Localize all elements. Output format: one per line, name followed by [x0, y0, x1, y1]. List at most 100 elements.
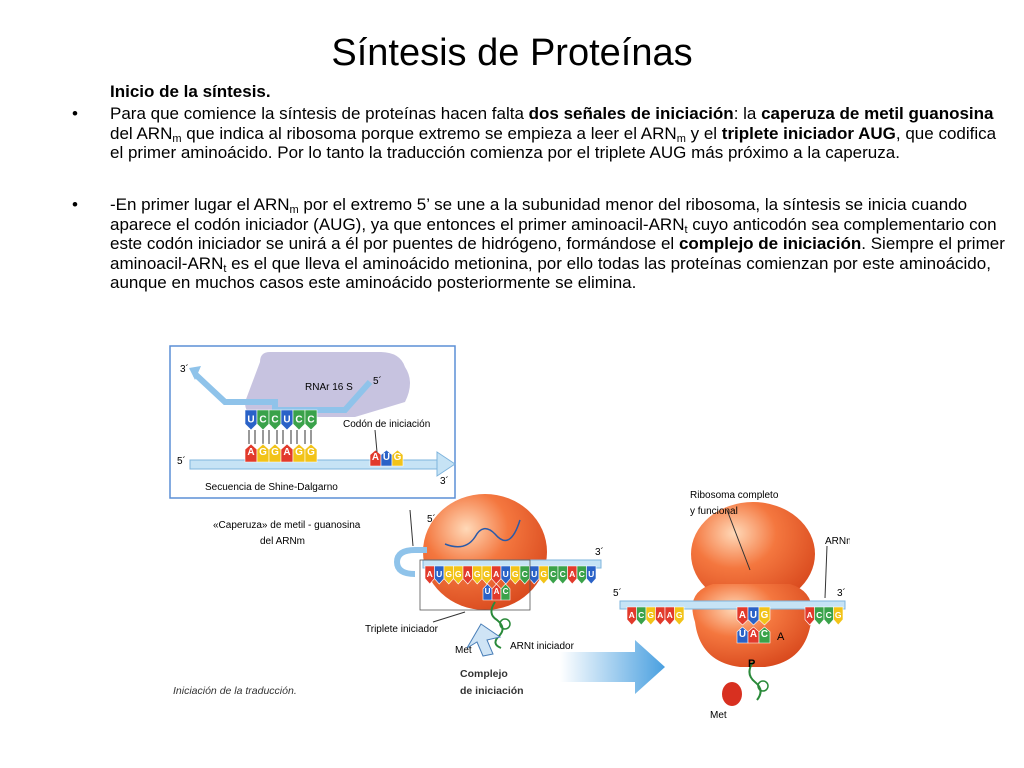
nucleotide-letter: G — [540, 569, 547, 579]
arrowhead — [189, 366, 201, 380]
text: por el extremo 5’ se une a la subunidad … — [110, 195, 968, 234]
nucleotide-letter: C — [560, 569, 566, 579]
nucleotide-letter: G — [445, 569, 452, 579]
nucleotide-base — [674, 606, 685, 626]
leader-line — [374, 429, 378, 453]
nucleotide-letter: C — [503, 587, 509, 596]
nucleotide-base — [500, 565, 511, 585]
nucleotide-letter: U — [247, 414, 254, 425]
complex-label-2: de iniciación — [460, 685, 524, 697]
nucleotide-letter: G — [455, 569, 462, 579]
nucleotide-letter: C — [295, 414, 302, 425]
methionine — [722, 682, 742, 706]
nucleotide-letter: U — [739, 629, 746, 640]
bullet-marker: • — [72, 195, 78, 214]
cap-strand — [393, 547, 427, 577]
nucleotide-base — [500, 583, 511, 601]
nucleotide-base — [453, 565, 464, 585]
mrna-arrowhead — [436, 451, 456, 477]
text: , que codifica el primer aminoácido. Por… — [110, 123, 997, 163]
end-3-top: 3´ — [180, 363, 189, 375]
text: cuyo anticodón sea complementario con es… — [110, 214, 997, 254]
initiation-complex: 5´ 3´ «Caperuza» de metil - guanosina de… — [213, 494, 604, 697]
nucleotide-letter: C — [522, 569, 528, 579]
small-subunit-shape — [245, 352, 410, 417]
nucleotide-letter: U — [436, 569, 442, 579]
nucleotide-base — [268, 409, 282, 431]
text: Para que comience la síntesis de proteín… — [110, 104, 529, 123]
nucleotide-letter: C — [826, 610, 832, 620]
bold-text: dos señales de iniciación — [528, 104, 734, 123]
right-trna-loop — [757, 680, 769, 692]
triplet-leader — [432, 611, 466, 623]
nucleotide-letter: U — [531, 569, 537, 579]
nucleotide-letter: G — [676, 610, 683, 620]
arnm-leader — [824, 545, 828, 599]
nucleotide-base — [576, 565, 587, 585]
text: . Siempre el primer aminoacil-ARN — [110, 234, 1005, 273]
nucleotide-base — [664, 606, 675, 626]
nucleotide-letter: C — [761, 629, 768, 640]
nucleotide-base — [481, 565, 492, 585]
nucleotide-base — [424, 565, 435, 585]
text: y el — [685, 123, 722, 143]
nucleotide-base — [292, 443, 306, 463]
nucleotide-base — [586, 565, 597, 585]
nucleotide-base — [244, 409, 258, 431]
nucleotide-letter: A — [427, 569, 433, 579]
nucleotide-letter: A — [494, 587, 500, 596]
nucleotide-base — [380, 449, 393, 467]
nucleotide-base — [369, 449, 382, 467]
nucleotide-base — [636, 606, 647, 626]
right-end-3: 3´ — [837, 587, 846, 599]
bullet-paragraph-1: •Para que comience la síntesis de proteí… — [72, 104, 1005, 163]
nucleotide-letter: G — [474, 569, 481, 579]
subscript: m — [289, 204, 299, 216]
nucleotide-base — [655, 606, 666, 626]
complex-label-1: Complejo — [460, 668, 508, 680]
nucleotide-base — [482, 583, 493, 601]
text: del ARN — [110, 123, 173, 143]
nucleotide-letter: G — [259, 447, 267, 458]
nucleotide-letter: A — [657, 610, 663, 620]
nucleotide-letter: G — [512, 569, 519, 579]
nucleotide-letter: C — [579, 569, 585, 579]
nucleotide-base — [304, 443, 318, 463]
subheading: Inicio de la síntesis. — [110, 82, 271, 101]
nucleotide-base — [804, 606, 815, 626]
end-3-bottom: 3´ — [440, 475, 449, 487]
nucleotide-letter: G — [295, 447, 303, 458]
nucleotide-base — [814, 606, 825, 626]
trna-loop — [499, 618, 511, 630]
bold-text: triplete iniciador AUG — [721, 123, 896, 143]
nucleotide-base — [472, 565, 483, 585]
nucleotide-letter: C — [816, 610, 822, 620]
subscript: m — [172, 132, 182, 145]
end-5-top: 5´ — [373, 375, 382, 387]
left-end-5: 5´ — [427, 513, 436, 525]
nucleotide-base — [747, 626, 760, 644]
nucleotide-letter: G — [761, 610, 769, 621]
bold-text: complejo de iniciación — [678, 234, 862, 253]
subscript: m — [676, 132, 686, 145]
mrna-strand — [189, 459, 446, 470]
nucleotide-letter: A — [372, 452, 379, 463]
nucleotide-base — [491, 583, 502, 601]
nucleotide-letter: U — [283, 414, 290, 425]
nucleotide-base — [736, 626, 749, 644]
nucleotide-base — [747, 606, 760, 626]
nucleotide-letter: G — [307, 447, 315, 458]
ribosome-small-subunit-right — [692, 584, 813, 667]
codon-label: Codón de iniciación — [343, 419, 430, 430]
nucleotide-base — [292, 409, 306, 431]
ribosome-large-subunit — [691, 502, 815, 606]
bullet-paragraph-2: •-En primer lugar el ARNm por el extremo… — [72, 195, 1005, 293]
nucleotide-base — [823, 606, 834, 626]
